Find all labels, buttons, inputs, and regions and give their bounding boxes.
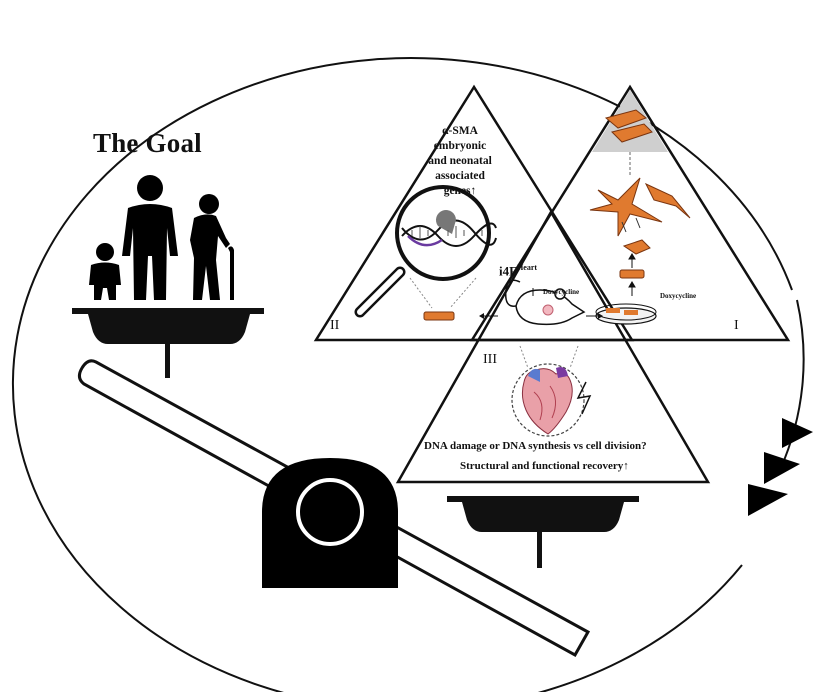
doxycycline-label-center: Doxycycline (543, 288, 580, 296)
sma-line-5: genes↑ (443, 185, 477, 197)
magnifying-glass-icon (354, 185, 491, 318)
cardiomyocyte-cell-ii (423, 311, 455, 321)
heart-magnified-icon (511, 363, 592, 437)
model-sup: Heart (517, 263, 538, 272)
model-name: i4F (499, 263, 518, 279)
cell-sequence-icon (619, 239, 651, 279)
left-scale-pan (72, 308, 264, 378)
right-scale-pan (447, 496, 639, 568)
direction-arrows-icon (748, 418, 813, 516)
triangle-i-label: I (734, 318, 739, 333)
model-label: i4FHeart (499, 263, 537, 279)
doxycycline-label-i: Doxycycline (660, 292, 697, 300)
seesaw-fulcrum (262, 458, 398, 588)
dna-helix-icon (401, 210, 497, 247)
sma-line-3: and neonatal (428, 155, 492, 167)
sma-line-1: α-SMA (442, 125, 478, 137)
outer-circle-arc (11, 57, 793, 692)
goal-title: The Goal (93, 128, 202, 158)
dna-question-text: DNA damage or DNA synthesis vs cell divi… (424, 440, 647, 452)
family-people-icon (89, 175, 234, 300)
transition-marks (621, 217, 641, 233)
triangle-outlines (313, 84, 791, 484)
outer-circle-arc-right (779, 299, 805, 471)
triangle-ii-label: II (330, 318, 340, 333)
up-arrows (628, 253, 636, 296)
sma-line-2: embryonic (433, 140, 487, 152)
left-arrow (479, 313, 498, 319)
right-arrow (586, 313, 603, 319)
triangle-ii-text: α-SMA embryonic and neonatal associated … (405, 124, 515, 199)
fibroblast-cells-icon (589, 177, 691, 237)
mouse-icon (504, 279, 586, 326)
recovery-text: Structural and functional recovery↑ (460, 460, 629, 472)
triangle-iii-label: III (483, 352, 497, 367)
shaded-cells-icon (604, 109, 653, 143)
sma-line-4: associated (435, 170, 485, 182)
triangle-iii-outline (395, 209, 711, 484)
